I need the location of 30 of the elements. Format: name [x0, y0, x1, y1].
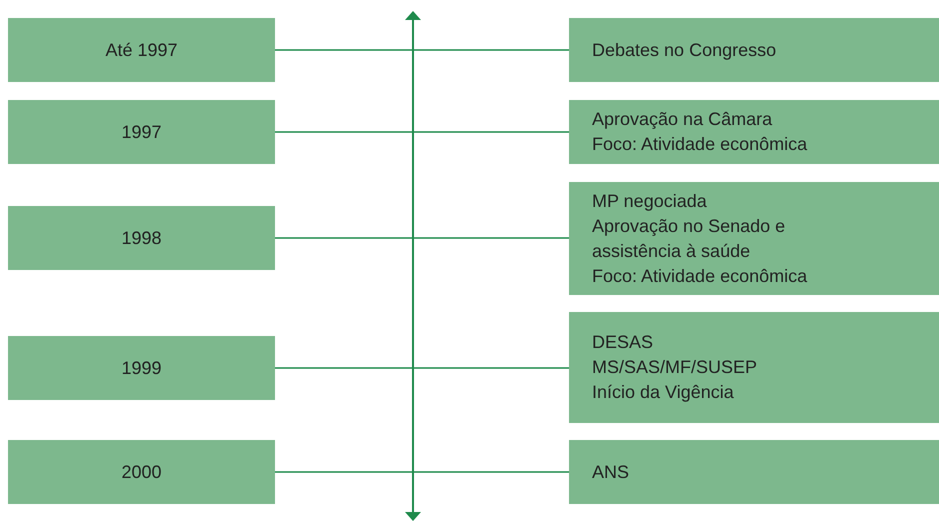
- event-text: MS/SAS/MF/SUSEP: [592, 356, 758, 379]
- event-text: Início da Vigência: [592, 381, 734, 404]
- event-box: [569, 440, 939, 504]
- event-box: [569, 18, 939, 82]
- year-text: Até 1997: [105, 38, 178, 62]
- event-text: Debates no Congresso: [592, 38, 776, 62]
- year-box: [8, 206, 275, 270]
- event-box: [569, 100, 939, 164]
- year-text: 1999: [121, 356, 162, 380]
- year-text: 1998: [121, 226, 162, 250]
- year-box: [8, 336, 275, 400]
- event-box: [569, 312, 939, 423]
- connector-line: [275, 49, 569, 51]
- connector-line: [275, 367, 569, 369]
- connector-line: [275, 131, 569, 133]
- event-text: Aprovação no Senado e assistência à saúde: [592, 214, 786, 262]
- year-box: [8, 440, 275, 504]
- connector-line: [275, 237, 569, 239]
- event-text: DESAS: [592, 331, 654, 354]
- connector-line: [275, 471, 569, 473]
- event-text: Aprovação na Câmara: [592, 108, 772, 131]
- event-text: MP negociada: [592, 190, 707, 213]
- year-box: [8, 100, 275, 164]
- event-text: Foco: Atividade econômica: [592, 133, 808, 156]
- event-text: ANS: [592, 460, 630, 484]
- year-box: [8, 18, 275, 82]
- year-text: 2000: [121, 460, 162, 484]
- event-box: [569, 182, 939, 295]
- year-text: 1997: [121, 120, 162, 144]
- event-text: Foco: Atividade econômica: [592, 264, 808, 288]
